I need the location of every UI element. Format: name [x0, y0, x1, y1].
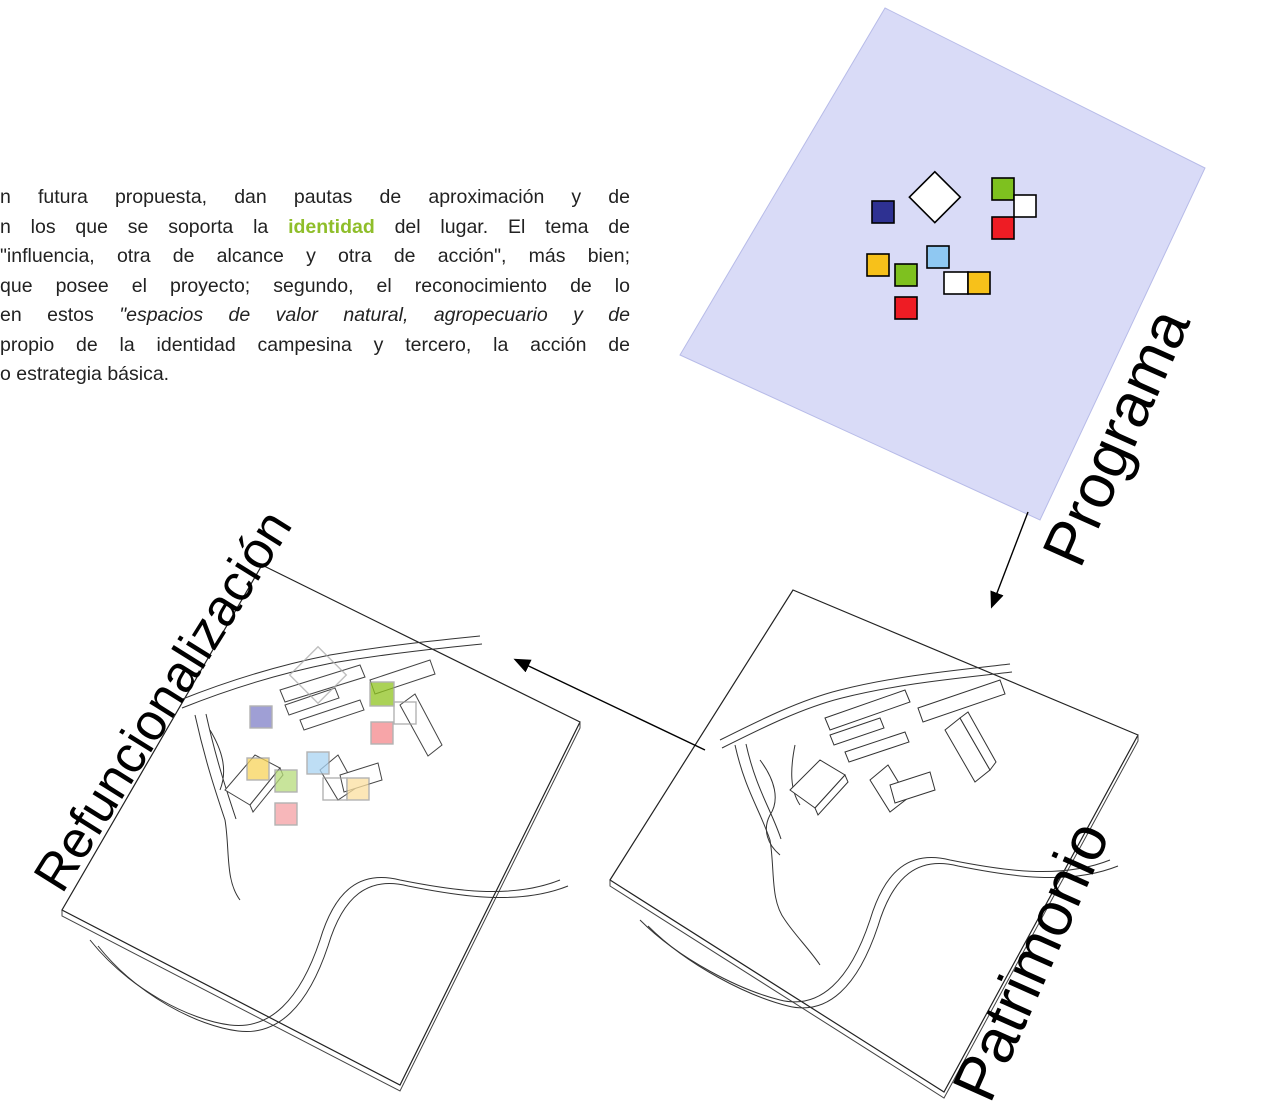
- program-square-red-2: [894, 296, 918, 320]
- program-square-lightblue: [926, 245, 950, 269]
- program-square-red: [991, 216, 1015, 240]
- program-square-white-large: [908, 170, 962, 224]
- italic-quote: "espacios de valor natural, agropecuario…: [119, 304, 630, 326]
- refuncionalizacion-plane: [61, 564, 581, 1092]
- patrimonio-plane-surface: [609, 589, 1139, 1093]
- refuncionalizacion-overlay-squares: [246, 645, 417, 826]
- body-paragraph: n futura propuesta, dan pautas de aproxi…: [0, 183, 630, 390]
- patrimonio-terrain: [639, 663, 1119, 1009]
- program-square-yellow: [866, 253, 890, 277]
- program-square-green: [991, 177, 1015, 201]
- paragraph-line: n futura propuesta, dan pautas de aproxi…: [0, 186, 630, 208]
- patrimonio-plane-edge: [609, 735, 1139, 1099]
- program-squares: [866, 170, 1037, 320]
- program-square-yellow-2: [967, 271, 991, 295]
- refuncionalizacion-terrain: [89, 635, 569, 1033]
- paragraph-line: "influencia, otra de alcance y otra de a…: [0, 245, 630, 267]
- program-square-white: [1013, 194, 1037, 218]
- identidad-highlight: identidad: [288, 215, 375, 238]
- paragraph-line: en estos "espacios de valor natural, agr…: [0, 304, 630, 326]
- patrimonio-plane: [609, 589, 1139, 1099]
- paragraph-line: propio de la identidad campesina y terce…: [0, 333, 630, 356]
- program-square-navy: [871, 200, 895, 224]
- programa-plane: [679, 7, 1206, 521]
- paragraph-line: o estrategia básica.: [0, 363, 170, 385]
- refuncionalizacion-plane-surface: [61, 564, 581, 1086]
- arrow-patrimonio-to-refuncionalizacion: [513, 658, 706, 751]
- program-square-green-2: [894, 263, 918, 287]
- patrimonio-buildings: [789, 679, 1006, 816]
- program-square-white-2: [943, 271, 969, 295]
- paragraph-line: n los que se soporta la identidad del lu…: [0, 215, 630, 238]
- paragraph-line: que posee el proyecto; segundo, el recon…: [0, 274, 630, 297]
- refuncionalizacion-plane-edge: [61, 722, 581, 1092]
- arrow-programa-to-patrimonio: [990, 511, 1029, 609]
